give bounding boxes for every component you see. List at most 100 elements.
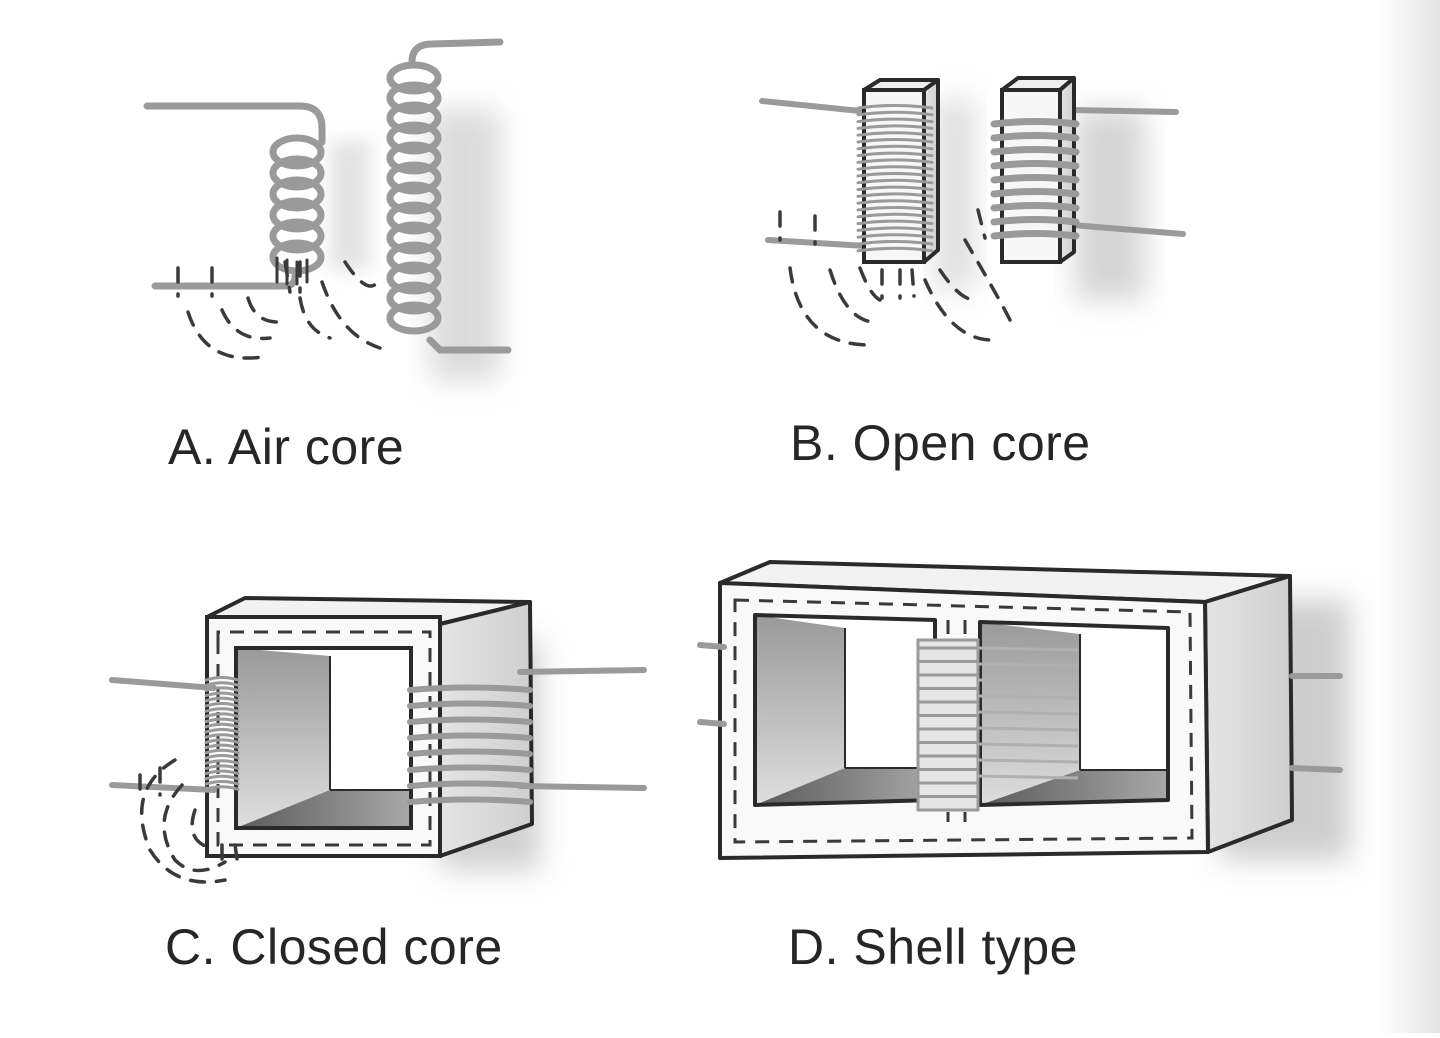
winding-turn <box>204 769 240 776</box>
winding-turn <box>990 132 1080 142</box>
winding-turn <box>204 681 240 687</box>
winding-turn <box>856 144 934 151</box>
winding-turn <box>204 774 240 781</box>
winding-turn <box>856 192 934 198</box>
primary-coil-turns <box>269 134 325 286</box>
winding-turn <box>407 764 533 773</box>
flux-lines <box>176 260 382 360</box>
winding-turn <box>990 230 1080 240</box>
winding-turn <box>407 732 533 741</box>
winding-turn <box>856 158 934 164</box>
winding-turn <box>204 691 240 698</box>
shell-side-face <box>1203 574 1294 854</box>
winding-turn <box>204 712 240 718</box>
open-core-leads <box>759 98 1186 249</box>
air-core-transformer <box>143 38 512 380</box>
caption-air-core: A. Air core <box>168 419 405 475</box>
flux-lines <box>138 758 240 884</box>
open-core-right-column <box>990 76 1080 264</box>
coil-turn <box>386 81 442 115</box>
winding-turn <box>990 202 1080 212</box>
shadow <box>430 110 500 380</box>
primary-winding <box>856 104 934 253</box>
winding-turn <box>856 212 934 219</box>
winding-turn <box>856 185 934 192</box>
coil-turn <box>386 241 442 275</box>
winding-turn <box>990 216 1080 226</box>
shadow <box>330 140 370 270</box>
coil-turn <box>386 141 442 175</box>
coil-turn <box>386 161 442 195</box>
flux-path <box>216 630 432 847</box>
coil-turn <box>386 221 442 255</box>
winding-turn <box>990 188 1080 198</box>
winding-strand <box>977 646 1079 652</box>
primary-lead-bottom <box>151 272 299 290</box>
winding-turn <box>407 748 533 757</box>
winding-turn <box>856 206 934 212</box>
winding-turn <box>407 700 533 709</box>
winding-turn <box>204 676 240 682</box>
coil-turn <box>386 181 442 215</box>
winding-turn <box>856 165 934 171</box>
secondary-winding <box>407 684 533 805</box>
shell-type-transformer <box>697 560 1350 860</box>
winding-turn <box>204 748 240 755</box>
winding-turn <box>204 738 240 744</box>
page-edge-shade <box>1378 0 1440 1033</box>
winding-turn <box>204 780 240 786</box>
flux-lines <box>778 208 1012 347</box>
caption-closed-core: C. Closed core <box>165 919 503 975</box>
winding-turn <box>856 226 934 232</box>
shell-left-window <box>753 613 937 807</box>
coil-turn <box>269 197 325 233</box>
winding-turn <box>856 110 934 117</box>
secondary-coil <box>386 38 512 354</box>
winding-turn <box>856 131 934 137</box>
winding-turn <box>856 219 934 226</box>
winding-turn <box>856 138 934 144</box>
winding-turn <box>856 240 934 246</box>
coil-turn <box>269 218 325 254</box>
winding-turn <box>990 160 1080 170</box>
winding-strand <box>977 710 1079 716</box>
core-window <box>234 646 413 830</box>
winding-turn <box>407 716 533 725</box>
winding-strand <box>977 694 1079 700</box>
winding-turn <box>204 764 240 770</box>
shell-leads <box>697 642 1343 773</box>
shadow <box>1075 110 1145 300</box>
primary-coil <box>143 102 326 290</box>
coil-turn <box>386 121 442 155</box>
open-core-transformer <box>759 76 1186 347</box>
winding-turn <box>407 780 533 789</box>
closed-core-transformer <box>109 596 647 884</box>
winding-turn <box>856 104 934 110</box>
secondary-lead-bottom <box>426 336 512 354</box>
winding-strand <box>977 774 1079 780</box>
secondary-lead-top <box>408 38 504 66</box>
shadow <box>935 100 975 290</box>
secondary-coil-turns <box>386 61 442 335</box>
coil-turn <box>269 155 325 191</box>
winding-turn <box>990 174 1080 184</box>
coil-turn <box>386 281 442 315</box>
coil-turn <box>269 134 325 170</box>
winding-strand <box>977 742 1079 748</box>
center-leg-winding <box>916 638 1079 812</box>
open-core-left-column <box>856 78 940 264</box>
winding-turn <box>204 717 240 724</box>
winding-turn <box>856 172 934 178</box>
coil-turn <box>269 176 325 212</box>
winding-turn <box>856 151 934 158</box>
winding-strand <box>977 726 1079 732</box>
coil-turn <box>386 261 442 295</box>
winding-turn <box>407 684 533 693</box>
winding-turn <box>204 759 240 765</box>
caption-shell-type: D. Shell type <box>788 919 1078 975</box>
winding-turn <box>856 246 934 253</box>
coil-turn <box>386 61 442 95</box>
winding-turn <box>856 117 934 124</box>
winding-turn <box>856 178 934 185</box>
